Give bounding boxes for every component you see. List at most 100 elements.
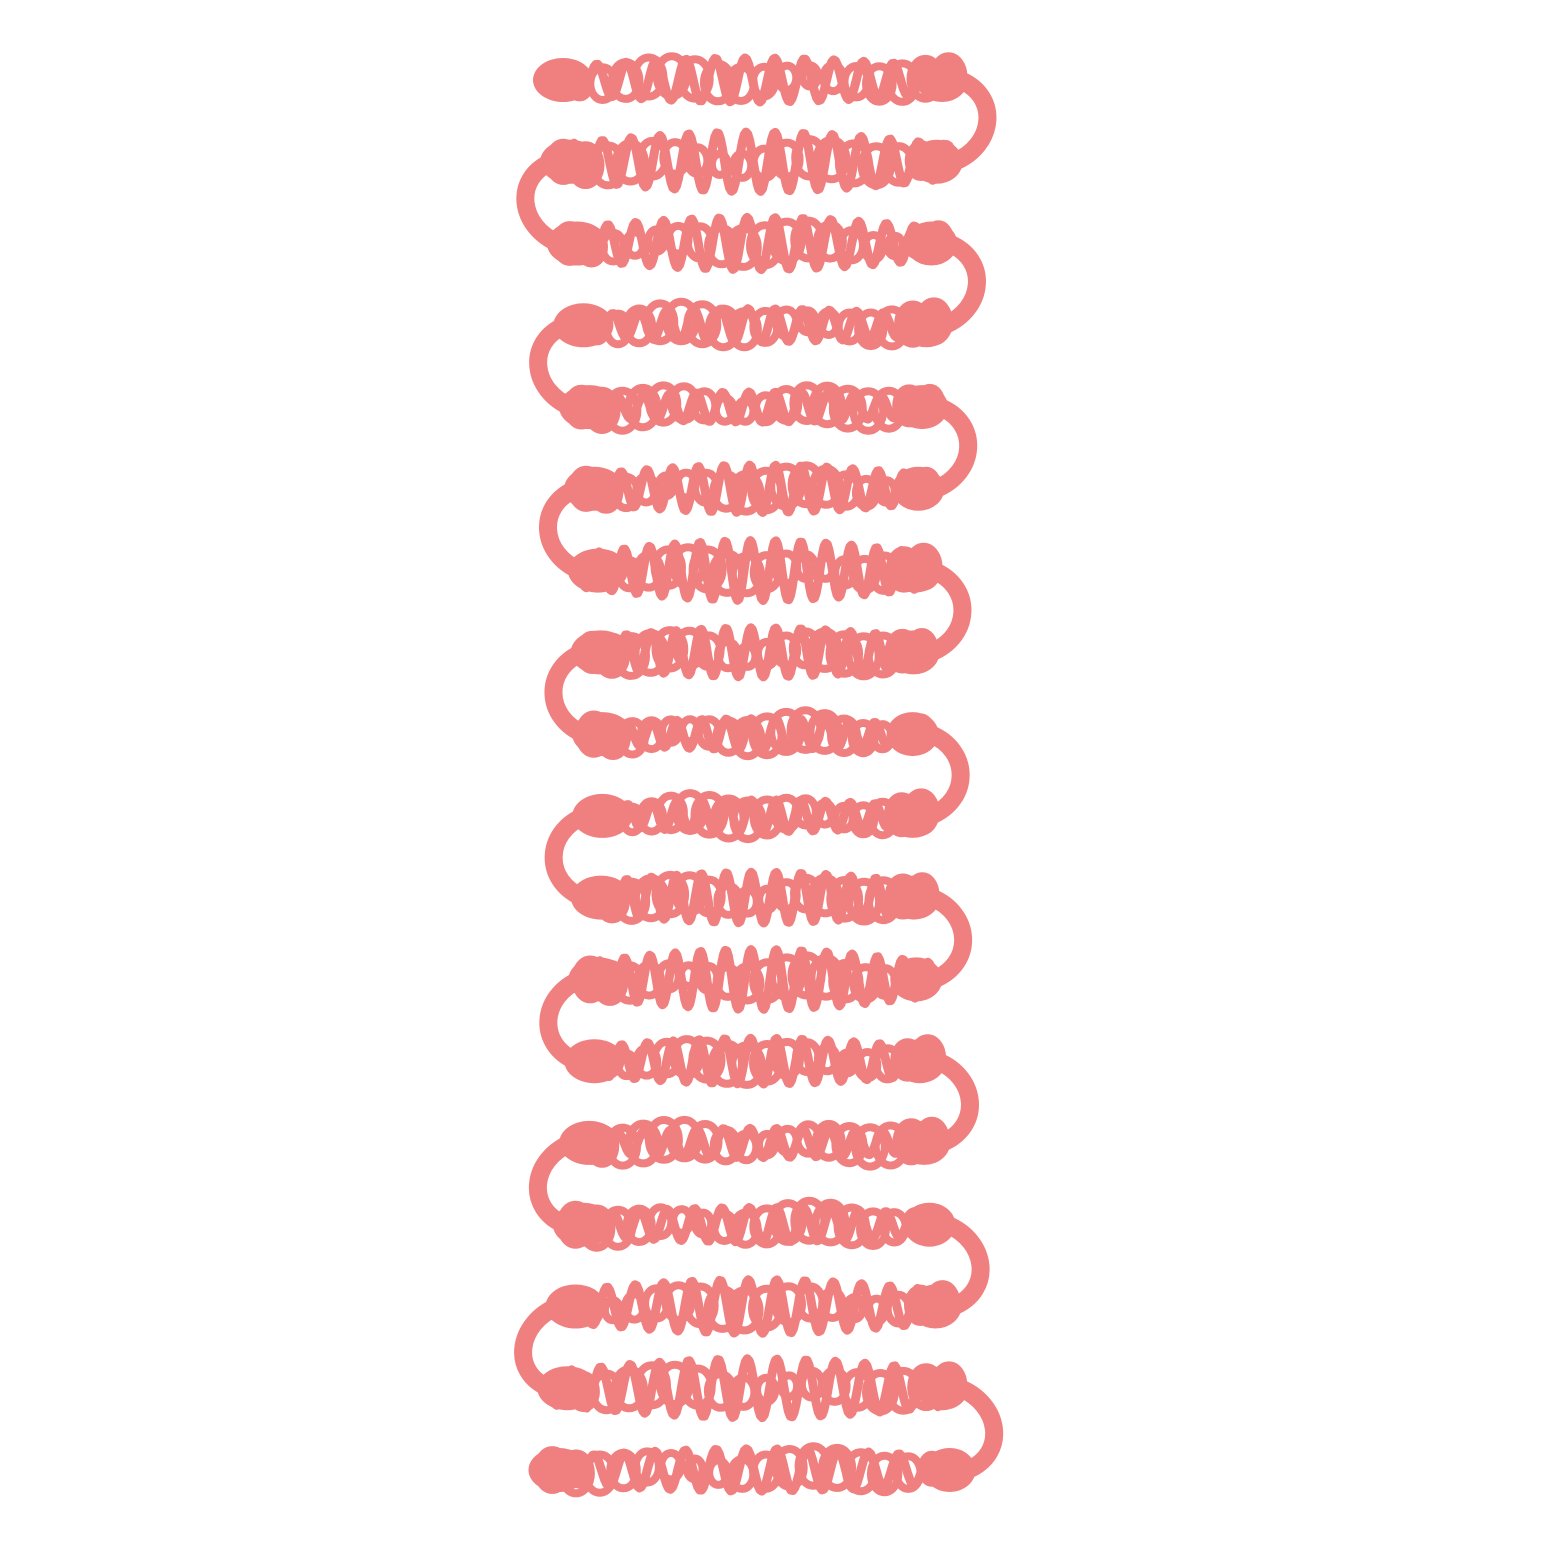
- coil-loop: [728, 470, 765, 516]
- coil-end-cap: [916, 58, 968, 102]
- coil-loop: [728, 1041, 766, 1089]
- coil-end-cap: [570, 630, 631, 675]
- coil-loop: [857, 142, 895, 190]
- coil-loop: [815, 307, 842, 340]
- coil-loop: [840, 1368, 875, 1412]
- coil-loop: [749, 795, 785, 840]
- coil-loop: [650, 1037, 683, 1079]
- coil-loop: [712, 716, 745, 757]
- coil-loop: [771, 1445, 808, 1491]
- coil-loop: [773, 61, 801, 95]
- coil-loop: [767, 217, 806, 266]
- coil-end-cap: [900, 303, 953, 348]
- coil-loop: [862, 62, 897, 106]
- coil-loop: [768, 953, 806, 1002]
- coil-loop: [668, 1205, 695, 1237]
- coil-loop: [883, 231, 907, 261]
- coil-loop: [708, 1039, 746, 1088]
- coil-loop: [683, 143, 712, 178]
- coil-loop: [827, 714, 861, 758]
- coil-strokes: [514, 52, 1004, 1498]
- coil-connector: [544, 643, 594, 744]
- coil-end-cap: [909, 1284, 962, 1329]
- coil-loop: [790, 216, 827, 263]
- coil-loop: [806, 627, 843, 673]
- coil-end-cap: [898, 1120, 951, 1165]
- coil-end-cap: [886, 793, 939, 838]
- coil-connector: [539, 479, 589, 580]
- coil-end-cap: [887, 875, 940, 920]
- coil-end-cap: [533, 58, 593, 102]
- coil-loop: [682, 1282, 719, 1329]
- coil-loop: [786, 706, 825, 754]
- coil-loop: [709, 794, 748, 843]
- coil-end-cap: [568, 957, 629, 1002]
- coil-loop: [661, 1281, 696, 1324]
- coil-loop: [848, 554, 881, 595]
- coil-loop: [708, 549, 747, 597]
- coil-end-cap: [545, 1284, 606, 1329]
- coil-loop: [641, 299, 679, 346]
- coil-loop: [749, 1040, 786, 1086]
- coil-loop: [819, 60, 848, 96]
- coil-loop: [813, 553, 838, 583]
- coil-loop: [624, 383, 662, 432]
- coil-loop: [621, 1290, 648, 1324]
- coil-loop: [771, 631, 802, 669]
- coil-connector: [951, 1379, 1004, 1479]
- coil-loop: [807, 873, 843, 918]
- coil-loop: [851, 1123, 889, 1171]
- coil-connector: [938, 1215, 990, 1316]
- coil-loop: [651, 626, 689, 673]
- coil-loop: [828, 384, 867, 433]
- coil-end-cap: [903, 1202, 956, 1247]
- coil-loop: [726, 307, 762, 352]
- coil-loop: [791, 135, 828, 181]
- coil-loop: [842, 1293, 867, 1324]
- coil-loop: [862, 1369, 899, 1416]
- coil-end-cap: [893, 1039, 946, 1084]
- coil-end-cap: [559, 1120, 620, 1165]
- coil-loop: [703, 1285, 742, 1333]
- coil-loop: [790, 873, 822, 914]
- coil-loop: [808, 381, 846, 429]
- coil-loop: [671, 789, 709, 835]
- coil-loop: [747, 466, 786, 515]
- coil-loop: [671, 626, 707, 671]
- coil-loop: [863, 1294, 890, 1327]
- coil-end-cap: [923, 1448, 976, 1492]
- coil-loop: [690, 791, 729, 839]
- coil-end-cap: [890, 957, 943, 1002]
- coil-loop: [848, 801, 879, 839]
- coil-connector: [539, 970, 590, 1071]
- coil-loop: [798, 61, 822, 91]
- coil-loop: [807, 953, 845, 1001]
- coil-end-cap: [552, 1202, 613, 1247]
- coil-loop: [808, 464, 844, 509]
- coil-loop: [729, 1208, 762, 1249]
- coil-loop: [666, 1115, 703, 1163]
- coil-loop: [834, 139, 873, 188]
- coil-loop: [676, 961, 701, 990]
- coil-loop: [631, 874, 670, 923]
- coil-loop: [636, 797, 667, 836]
- coil-loop: [612, 139, 649, 186]
- coil-loop: [787, 951, 826, 1000]
- coil-loop: [630, 53, 668, 101]
- coil-loop: [753, 1373, 780, 1407]
- coil-loop: [705, 1456, 732, 1489]
- coil-end-cap: [896, 385, 948, 430]
- coil-loop: [845, 877, 884, 926]
- coil-loop: [714, 637, 742, 673]
- coil-loop: [687, 1120, 723, 1164]
- coil-loop: [831, 1122, 868, 1168]
- coil-loop: [653, 791, 688, 835]
- coil-loop: [712, 963, 743, 1001]
- coil-connector: [927, 398, 978, 498]
- coil-end-cap: [547, 221, 607, 266]
- coil-loop: [644, 1116, 683, 1164]
- coil-loop: [709, 470, 744, 513]
- coil-loop: [842, 1448, 880, 1496]
- coil-loop: [662, 297, 701, 346]
- coil-loop: [676, 55, 714, 103]
